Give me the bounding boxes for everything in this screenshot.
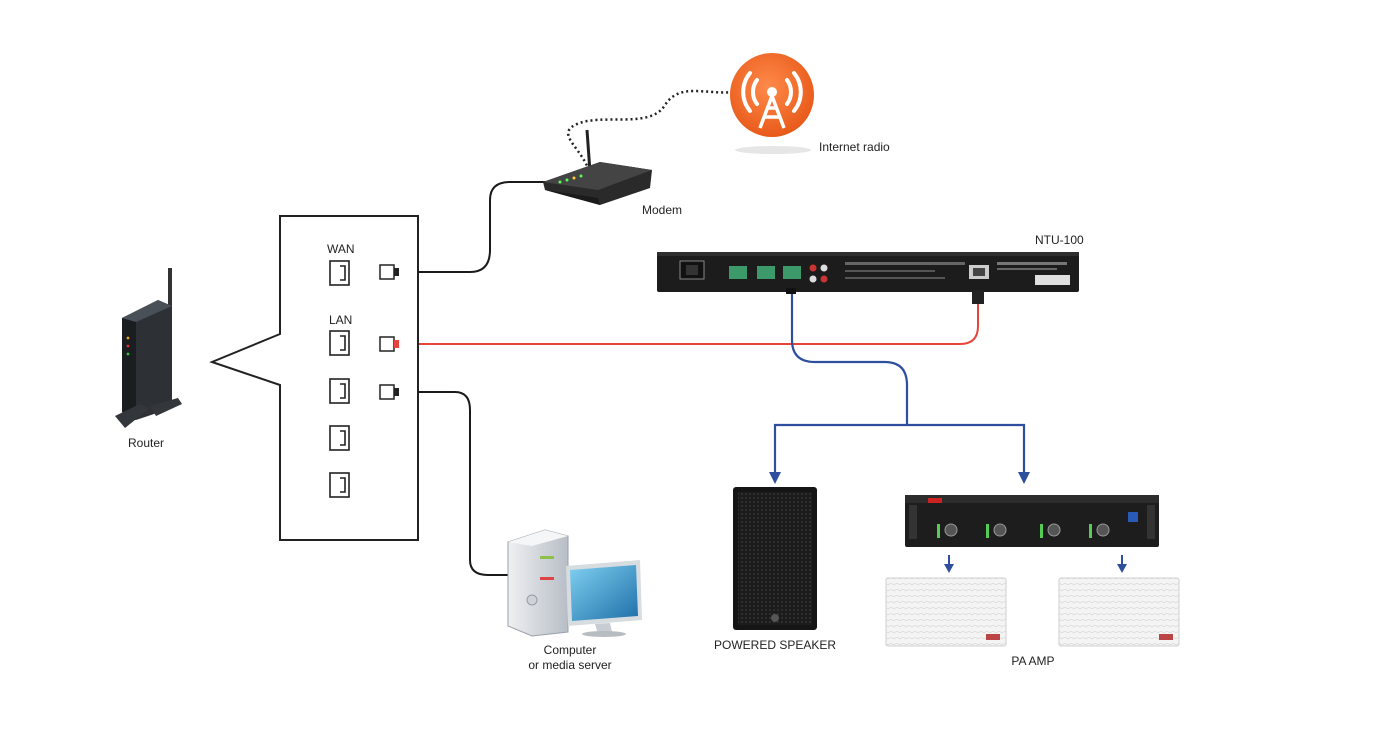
wan-label: WAN [327, 242, 355, 256]
wall-speaker-icon [885, 577, 1007, 647]
wan-cable [398, 181, 548, 273]
arrow-down-icon [1018, 472, 1030, 484]
rj45-plug-icon [379, 336, 399, 352]
internet-radio-label: Internet radio [819, 140, 890, 154]
computer-label: Computer or media server [528, 643, 611, 673]
modem-label: Modem [642, 203, 683, 217]
router-callout [209, 215, 419, 541]
rj45-port-icon [329, 425, 350, 451]
radio-tower-icon [730, 53, 814, 154]
rj45-port-icon [329, 472, 350, 498]
wireless-link [567, 89, 736, 176]
computer-label-line1: Computer [543, 643, 597, 657]
rj45-plug-icon [379, 264, 399, 280]
arrow-down-icon [769, 472, 781, 484]
powered-speaker-label: POWERED SPEAKER [713, 638, 837, 652]
computer-label-line2: or media server [528, 658, 612, 672]
ntu-device [657, 252, 1079, 304]
router-label: Router [127, 436, 165, 450]
ntu-label: NTU-100 [1035, 233, 1084, 247]
wall-speaker-icon [1058, 577, 1180, 647]
rj45-plug-icon [379, 384, 399, 400]
arrow-down-icon [1117, 564, 1127, 573]
speaker-icon [733, 487, 817, 630]
computer-cable [398, 391, 512, 576]
rj45-port-icon [329, 330, 350, 356]
audio-cable [790, 292, 909, 425]
rj45-port-icon [329, 260, 350, 286]
lan-cable [398, 300, 979, 345]
computer-icon [507, 529, 642, 637]
amplifier-icon [905, 495, 1159, 547]
lan-label: LAN [329, 313, 353, 327]
arrow-down-icon [944, 564, 954, 573]
rj45-port-icon [329, 378, 350, 404]
modem-icon [543, 129, 652, 205]
router-icon [115, 268, 182, 428]
pa-amp-label: PA AMP [1011, 654, 1055, 668]
audio-split [773, 423, 1026, 475]
